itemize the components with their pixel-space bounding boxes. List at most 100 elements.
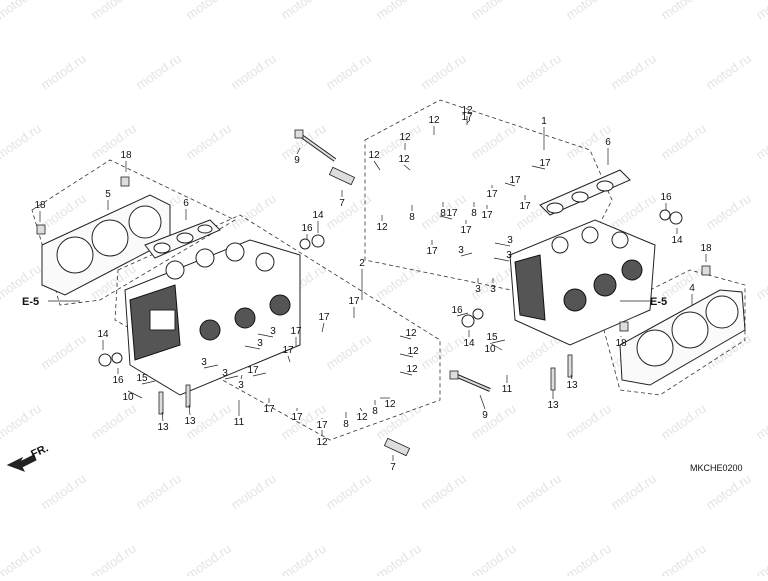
callout-leader [141,380,156,385]
watermark-text: motod.ru [658,0,709,22]
watermark-text: motod.ru [373,0,424,22]
callout-12: 12 [461,105,473,116]
callout-12: 12 [316,437,328,448]
callout-leader [224,375,239,380]
callout-leader [296,147,301,155]
gasket-left-outline [31,159,236,306]
callout-12: 12 [406,364,418,375]
watermark-text: motod.ru [418,51,469,93]
callout-8: 8 [372,406,378,417]
callout-leader [491,339,506,344]
dowel-18d [619,321,629,332]
watermark-text: motod.ru [278,121,329,163]
front-arrow-icon [6,454,37,472]
exhaust-gasket-right [539,169,631,216]
watermark-text: motod.ru [0,401,44,443]
callout-leader [321,322,325,333]
callout-2: 2 [359,258,365,269]
watermark-text: motod.ru [38,191,89,233]
callout-17: 17 [461,112,473,123]
front-label: FR. [29,442,50,460]
callout-leader [399,335,412,340]
cylinder-head-right [509,219,656,346]
callout-13: 13 [547,400,559,411]
callout-13: 13 [566,380,578,391]
watermark-text: motod.ru [703,191,754,233]
head-1-group-outline [364,99,613,301]
seal-14d [669,211,683,225]
callout-leader [403,164,411,171]
callout-17: 17 [316,420,328,431]
callout-16: 16 [112,375,124,386]
watermark-text: motod.ru [703,471,754,513]
dowel-18a [120,176,130,187]
callout-17: 17 [263,404,275,415]
callout-leader [399,371,413,376]
callout-17: 17 [290,326,302,337]
watermark-text: motod.ru [468,0,519,22]
callout-17: 17 [446,208,458,219]
head-gasket-right [619,289,746,386]
callout-leader [504,182,516,187]
callout-12: 12 [407,346,419,357]
watermark-text: motod.ru [563,0,614,22]
diagram-code: MKCHE0200 [690,463,743,473]
exhaust-gasket-left [144,219,221,259]
watermark-text: motod.ru [38,51,89,93]
watermark-text: motod.ru [0,541,44,576]
watermark-text: motod.ru [228,191,279,233]
spark-plug-upper [328,166,356,186]
watermark-text: motod.ru [703,51,754,93]
callout-12: 12 [398,154,410,165]
seal-14c [461,314,475,328]
dowel-18c [701,265,711,276]
callout-leader [489,342,503,351]
callout-17: 17 [460,225,472,236]
callout-7: 7 [339,198,345,209]
callout-leader [460,252,473,257]
callout-17: 17 [291,412,303,423]
callout-14: 14 [312,210,324,221]
watermark-text: motod.ru [468,121,519,163]
callout-17: 17 [486,189,498,200]
stud-2 [158,391,164,415]
watermark-text: motod.ru [323,51,374,93]
callout-3: 3 [222,368,228,379]
seal-14a [311,234,325,248]
washer-16c [472,308,484,320]
head-2-group-outline [114,214,441,441]
callout-leader [240,374,243,380]
watermark-text: motod.ru [183,0,234,22]
callout-leader [399,353,414,358]
callout-leader [439,215,453,220]
callout-12: 12 [384,399,396,410]
callout-17: 17 [348,296,360,307]
callout-6: 6 [183,198,189,209]
callout-leader [127,390,143,399]
callout-leader [570,374,573,380]
callout-leader [466,119,471,124]
callout-7: 7 [390,462,396,473]
watermark-text: motod.ru [658,121,709,163]
callout-3: 3 [201,357,207,368]
head-bolt-lower [449,370,491,392]
callout-14: 14 [463,338,475,349]
callout-3: 3 [507,235,513,246]
callout-17: 17 [509,175,521,186]
watermark-text: motod.ru [373,541,424,576]
watermark-text: motod.ru [88,0,139,22]
watermark-text: motod.ru [0,0,44,22]
callout-17: 17 [539,158,551,169]
watermark-text: motod.ru [183,121,234,163]
callout-10: 10 [122,392,134,403]
watermark-text: motod.ru [608,191,659,233]
ref-label-left: E-5 [22,296,80,308]
callout-leader [203,364,219,369]
watermark-text: motod.ru [753,121,768,163]
callout-6: 6 [605,137,611,148]
callout-13: 13 [184,416,196,427]
callout-17: 17 [282,345,294,356]
